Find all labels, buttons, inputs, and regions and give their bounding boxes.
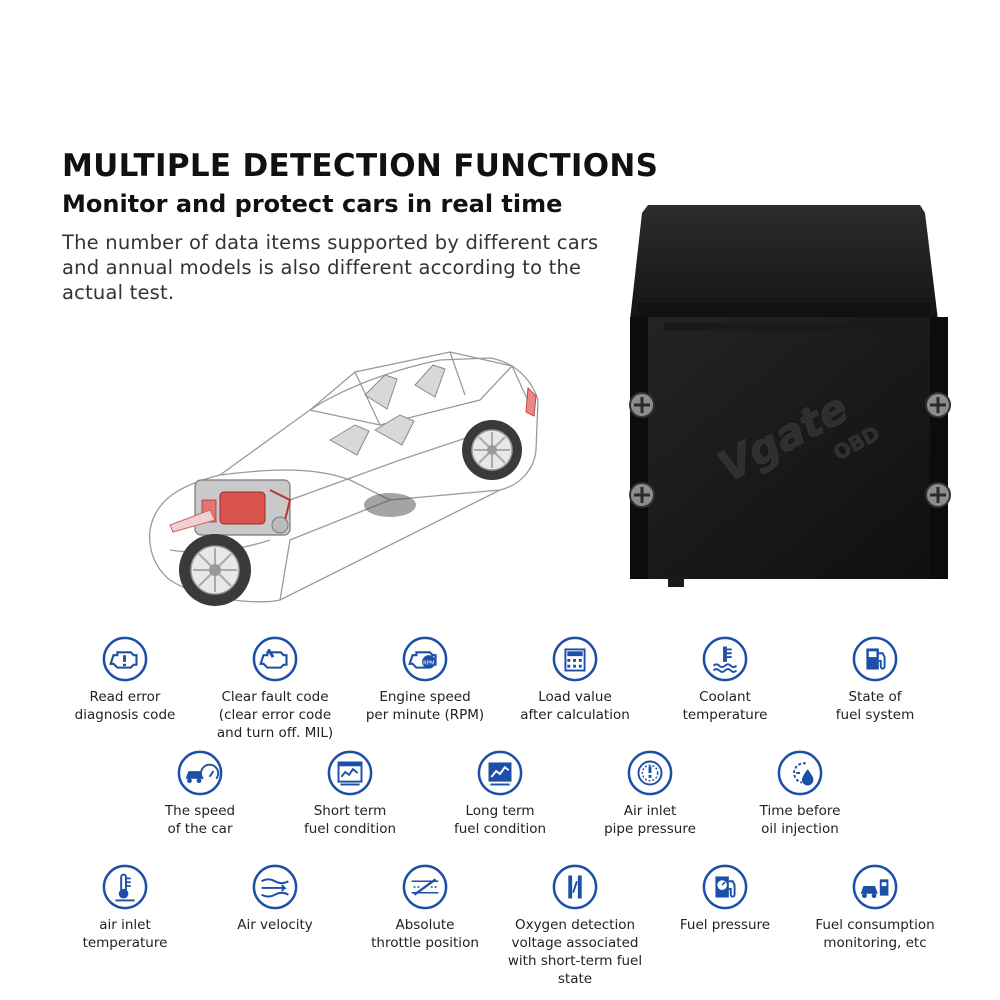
feature-oil-injection: Time before oil injection bbox=[715, 750, 885, 838]
page-subtitle: Monitor and protect cars in real time bbox=[62, 190, 563, 218]
feature-coolant: Coolant temperature bbox=[640, 636, 810, 724]
feature-fuel-system: State of fuel system bbox=[790, 636, 960, 724]
feature-label: Air velocity bbox=[237, 917, 313, 933]
speedometer-icon bbox=[177, 750, 223, 796]
feature-label: Engine speed per minute (RPM) bbox=[365, 689, 485, 723]
feature-label: Long term fuel condition bbox=[453, 803, 547, 837]
fuel-consumption-icon bbox=[852, 864, 898, 910]
feature-label: air inlet temperature bbox=[82, 917, 168, 951]
engine-rpm-icon: RPM bbox=[402, 636, 448, 682]
thermometer-icon bbox=[102, 864, 148, 910]
feature-label: Coolant temperature bbox=[682, 689, 768, 723]
feature-label: State of fuel system bbox=[835, 689, 915, 723]
description-text: The number of data items supported by di… bbox=[62, 231, 599, 304]
oil-timer-icon bbox=[777, 750, 823, 796]
feature-fuel-pressure: Fuel pressure bbox=[640, 864, 810, 934]
fuel-pump-icon bbox=[852, 636, 898, 682]
feature-air-inlet-temperature: air inlet temperature bbox=[40, 864, 210, 952]
feature-engine-speed: RPM Engine speed per minute (RPM) bbox=[340, 636, 510, 724]
oxygen-sensor-icon bbox=[552, 864, 598, 910]
svg-text:RPM: RPM bbox=[423, 660, 435, 666]
feature-fuel-consumption: Fuel consumption monitoring, etc bbox=[790, 864, 960, 952]
feature-long-term-fuel: Long term fuel condition bbox=[415, 750, 585, 838]
feature-label: The speed of the car bbox=[164, 803, 236, 837]
calculator-icon bbox=[552, 636, 598, 682]
air-velocity-icon bbox=[252, 864, 298, 910]
fuel-pressure-icon bbox=[702, 864, 748, 910]
engine-warning-icon bbox=[102, 636, 148, 682]
feature-label: Clear fault code (clear error code and t… bbox=[216, 689, 334, 741]
pressure-gauge-icon bbox=[627, 750, 673, 796]
feature-short-term-fuel: Short term fuel condition bbox=[265, 750, 435, 838]
feature-car-speed: The speed of the car bbox=[115, 750, 285, 838]
feature-label: Time before oil injection bbox=[759, 803, 841, 837]
feature-label: Read error diagnosis code bbox=[74, 689, 176, 723]
long-term-fuel-icon bbox=[477, 750, 523, 796]
feature-label: Air inlet pipe pressure bbox=[604, 803, 696, 837]
engine-clear-icon bbox=[252, 636, 298, 682]
short-term-fuel-icon bbox=[327, 750, 373, 796]
feature-label: Absolute throttle position bbox=[371, 917, 479, 951]
feature-read-error: Read error diagnosis code bbox=[40, 636, 210, 724]
feature-load-value: Load value after calculation bbox=[490, 636, 660, 724]
throttle-icon bbox=[402, 864, 448, 910]
feature-air-velocity: Air velocity bbox=[190, 864, 360, 934]
feature-label: Load value after calculation bbox=[520, 689, 630, 723]
feature-label: Short term fuel condition bbox=[303, 803, 397, 837]
feature-clear-fault: Clear fault code (clear error code and t… bbox=[190, 636, 360, 742]
feature-oxygen-detection: Oxygen detection voltage associated with… bbox=[490, 864, 660, 988]
feature-label: Oxygen detection voltage associated with… bbox=[507, 917, 643, 987]
obd-device: Vgate OBD bbox=[629, 205, 951, 587]
feature-throttle-position: Absolute throttle position bbox=[340, 864, 510, 952]
feature-label: Fuel pressure bbox=[679, 917, 771, 933]
feature-label: Fuel consumption monitoring, etc bbox=[815, 917, 935, 951]
coolant-temperature-icon bbox=[702, 636, 748, 682]
car-illustration bbox=[149, 351, 539, 606]
screw-icon bbox=[629, 392, 951, 508]
page-title: MULTIPLE DETECTION FUNCTIONS bbox=[62, 148, 659, 184]
feature-air-inlet-pressure: Air inlet pipe pressure bbox=[565, 750, 735, 838]
